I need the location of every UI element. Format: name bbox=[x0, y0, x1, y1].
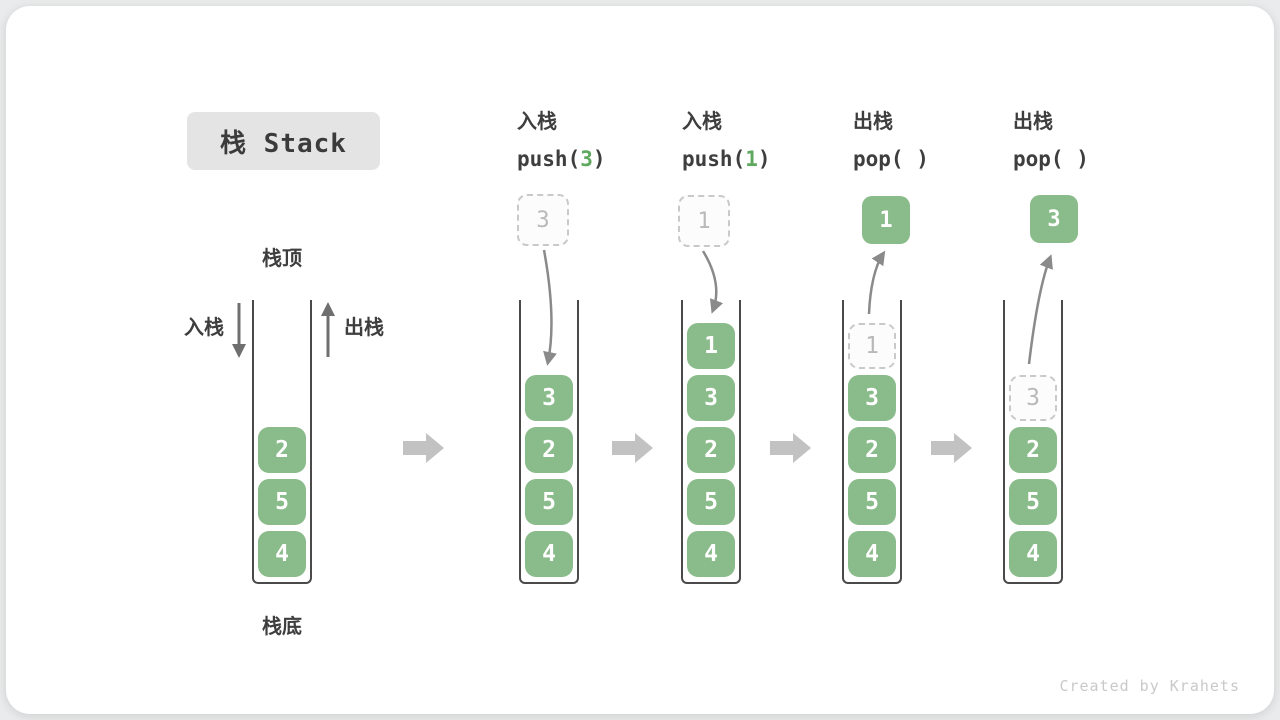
stack-cell: 5 bbox=[848, 479, 896, 525]
step-arrow-icon bbox=[403, 433, 444, 463]
popped-element-box: 3 bbox=[1030, 195, 1078, 243]
step-arrow-icon bbox=[931, 433, 972, 463]
step-arrow-icon bbox=[770, 433, 811, 463]
page-title: 栈 Stack bbox=[220, 128, 347, 159]
stack-container-1: 2 5 4 bbox=[252, 300, 312, 584]
op-label-pop-1: 出栈 pop( ) bbox=[853, 110, 1003, 172]
stack-container-5: 3 2 5 4 bbox=[1003, 300, 1063, 584]
stack-cell: 4 bbox=[848, 531, 896, 577]
code-after: ) bbox=[592, 147, 606, 171]
code-after: ) bbox=[757, 147, 771, 171]
stack-cell: 2 bbox=[848, 427, 896, 473]
stack-cell: 2 bbox=[1009, 427, 1057, 473]
op-action-text: 出栈 bbox=[1013, 111, 1053, 133]
op-code-text: pop( ) bbox=[853, 146, 1003, 172]
code-arg: 1 bbox=[745, 147, 758, 171]
stack-container-2: 3 2 5 4 bbox=[519, 300, 579, 584]
push-direction-label: 入栈 bbox=[184, 317, 224, 339]
popped-element-box: 1 bbox=[862, 196, 910, 244]
incoming-element-box: 1 bbox=[678, 195, 730, 247]
pop-direction-label: 出栈 bbox=[344, 317, 384, 339]
op-code-text: push(3) bbox=[517, 146, 667, 172]
code-after: ) bbox=[916, 147, 929, 171]
stack-cell: 5 bbox=[258, 479, 306, 525]
element-value: 1 bbox=[879, 207, 893, 233]
stack-cell-ghost: 1 bbox=[848, 323, 896, 369]
step-arrow-icon bbox=[612, 433, 653, 463]
stack-cell: 5 bbox=[1009, 479, 1057, 525]
op-label-push-3: 入栈 push(3) bbox=[517, 110, 667, 172]
op-code-text: pop( ) bbox=[1013, 146, 1163, 172]
stack-cell-ghost: 3 bbox=[1009, 375, 1057, 421]
code-after: ) bbox=[1076, 147, 1089, 171]
code-before: push( bbox=[682, 147, 746, 171]
op-action-text: 入栈 bbox=[682, 111, 722, 133]
stack-cell: 4 bbox=[525, 531, 573, 577]
op-label-pop-3: 出栈 pop( ) bbox=[1013, 110, 1163, 172]
diagram-card: 栈 Stack 入栈 push(3) 入栈 push(1) 出栈 pop( ) … bbox=[6, 6, 1274, 714]
stack-cell: 5 bbox=[525, 479, 573, 525]
stack-top-label: 栈顶 bbox=[262, 248, 302, 270]
stack-cell: 3 bbox=[687, 375, 735, 421]
op-action-text: 入栈 bbox=[517, 111, 557, 133]
stack-cell: 2 bbox=[258, 427, 306, 473]
stack-cell: 4 bbox=[687, 531, 735, 577]
code-arg bbox=[1064, 147, 1077, 171]
element-value: 3 bbox=[1047, 206, 1061, 232]
stack-cell: 2 bbox=[687, 427, 735, 473]
op-action-text: 出栈 bbox=[853, 111, 893, 133]
watermark-text: Created by Krahets bbox=[1059, 677, 1240, 695]
stack-container-3: 1 3 2 5 4 bbox=[681, 300, 741, 584]
code-before: pop( bbox=[853, 147, 904, 171]
stack-cell: 2 bbox=[525, 427, 573, 473]
element-value: 1 bbox=[697, 208, 711, 234]
stack-container-4: 1 3 2 5 4 bbox=[842, 300, 902, 584]
stack-cell: 3 bbox=[848, 375, 896, 421]
title-badge: 栈 Stack bbox=[187, 112, 380, 170]
code-arg bbox=[904, 147, 917, 171]
stack-cell: 3 bbox=[525, 375, 573, 421]
op-label-push-1: 入栈 push(1) bbox=[682, 110, 832, 172]
stack-cell: 5 bbox=[687, 479, 735, 525]
stack-cell: 1 bbox=[687, 323, 735, 369]
stack-cell: 4 bbox=[1009, 531, 1057, 577]
op-code-text: push(1) bbox=[682, 146, 832, 172]
element-value: 3 bbox=[536, 207, 550, 233]
code-before: push( bbox=[517, 147, 581, 171]
stack-cell: 4 bbox=[258, 531, 306, 577]
code-arg: 3 bbox=[580, 147, 593, 171]
stack-bottom-label: 栈底 bbox=[262, 616, 302, 638]
code-before: pop( bbox=[1013, 147, 1064, 171]
incoming-element-box: 3 bbox=[517, 194, 569, 246]
